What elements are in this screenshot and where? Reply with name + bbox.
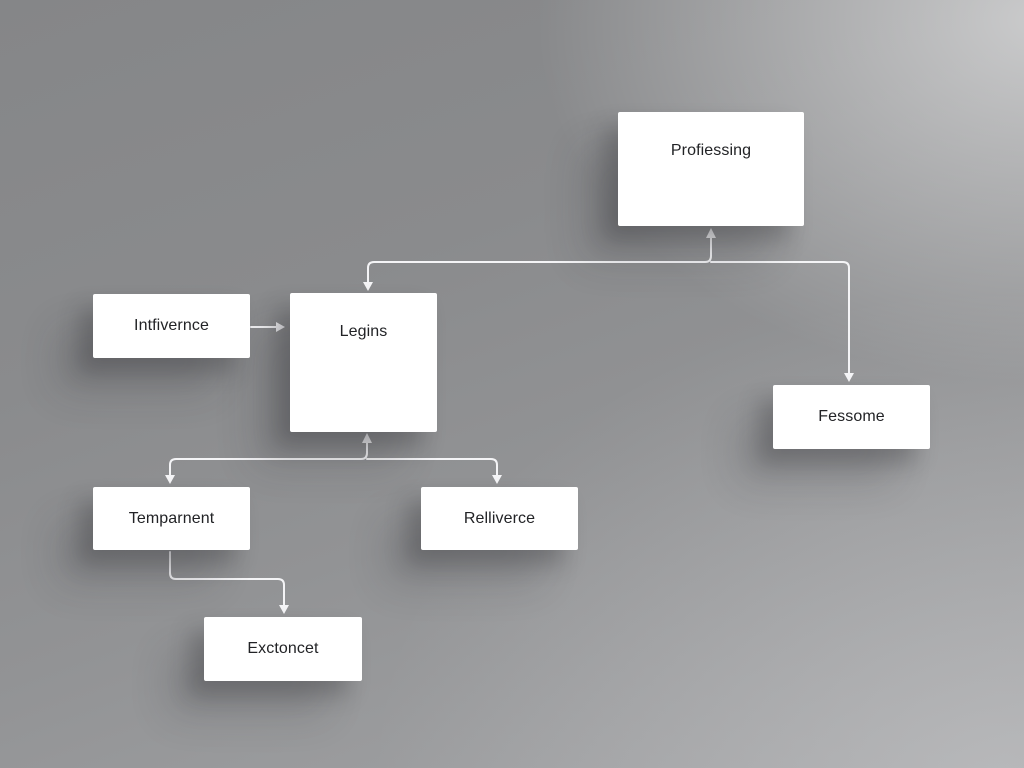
node-temparnent-label: Temparnent bbox=[128, 510, 215, 527]
node-legins[interactable]: Legins bbox=[290, 293, 437, 432]
node-intfivernce[interactable]: Intfivernce bbox=[93, 294, 250, 358]
connector-temparnent-to-exctoncet bbox=[169, 551, 285, 607]
arrowhead-legins-left bbox=[276, 322, 285, 332]
arrowhead-legins-bottom bbox=[362, 433, 372, 443]
node-professing-label: Profiessing bbox=[670, 142, 752, 159]
connector-professing-to-fessome bbox=[710, 261, 850, 375]
node-relliverce-label: Relliverce bbox=[463, 510, 536, 527]
node-professing[interactable]: Profiessing bbox=[618, 112, 804, 226]
node-legins-label: Legins bbox=[339, 323, 388, 340]
connector-legins-branch bbox=[169, 440, 368, 477]
connector-professing-to-legins bbox=[367, 244, 712, 284]
node-temparnent[interactable]: Temparnent bbox=[93, 487, 250, 550]
node-fessome[interactable]: Fessome bbox=[773, 385, 930, 449]
node-exctoncet-label: Exctoncet bbox=[247, 640, 319, 657]
arrowhead-exctoncet-top bbox=[279, 605, 289, 614]
node-fessome-label: Fessome bbox=[818, 408, 885, 425]
node-relliverce[interactable]: Relliverce bbox=[421, 487, 578, 550]
arrowhead-legins-top bbox=[363, 282, 373, 291]
node-intfivernce-label: Intfivernce bbox=[134, 317, 209, 334]
arrowhead-temparnent-top bbox=[165, 475, 175, 484]
arrowhead-relliverce-top bbox=[492, 475, 502, 484]
node-exctoncet[interactable]: Exctoncet bbox=[204, 617, 362, 681]
arrowhead-fessome-top bbox=[844, 373, 854, 382]
arrowhead-professing-bottom bbox=[706, 228, 716, 238]
connector-legins-to-relliverce bbox=[366, 458, 498, 477]
